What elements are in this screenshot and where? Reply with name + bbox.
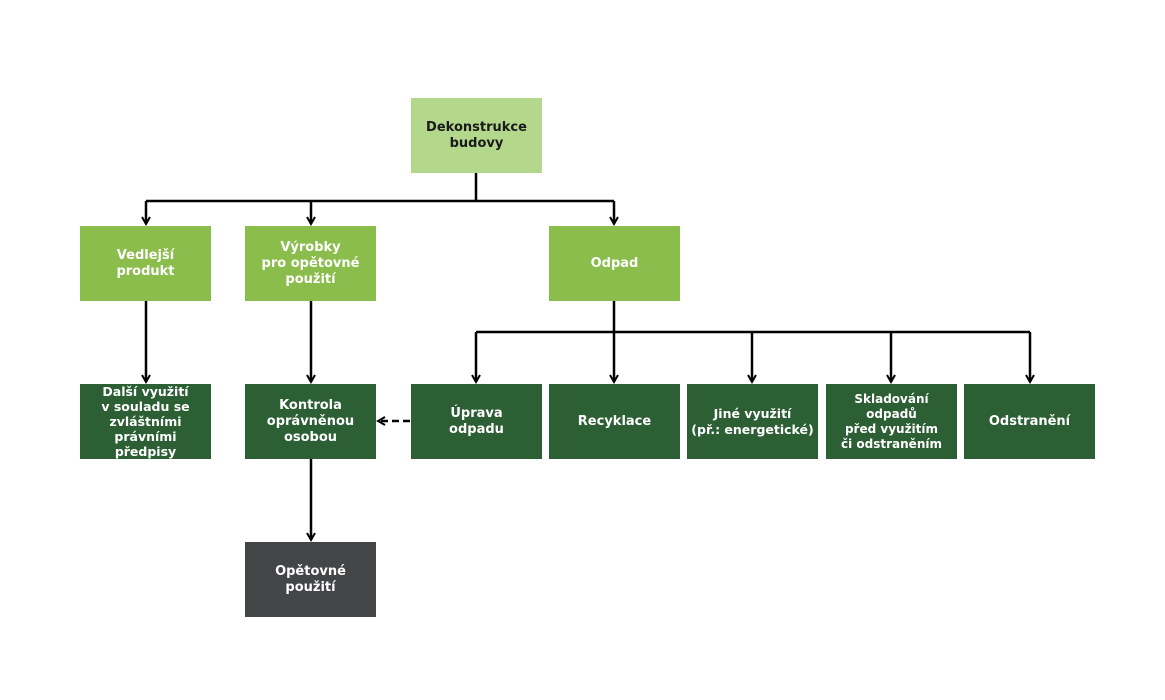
node-kontrola-opravnenou-osobou: Kontrola oprávněnou osobou (245, 384, 376, 459)
node-opetovne-pouziti: Opětovné použití (245, 542, 376, 617)
node-vedlejsi-produkt: Vedlejší produkt (80, 226, 211, 301)
node-uprava-odpadu: Úprava odpadu (411, 384, 542, 459)
node-label: Dekonstrukce budovy (426, 119, 527, 151)
node-odpad: Odpad (549, 226, 680, 301)
node-odstraneni: Odstranění (964, 384, 1095, 459)
node-recyklace: Recyklace (549, 384, 680, 459)
node-skladovani-odpadu: Skladování odpadů před využitím či odstr… (826, 384, 957, 459)
node-label: Recyklace (577, 413, 652, 429)
node-label: Další využití v souladu se zvláštními pr… (101, 384, 190, 459)
node-dekonstrukce-budovy: Dekonstrukce budovy (411, 98, 542, 173)
node-label: Odstranění (988, 413, 1071, 429)
node-vyrobky-pro-opetovne-pouziti: Výrobky pro opětovné použití (245, 226, 376, 301)
node-label: Opětovné použití (275, 563, 346, 595)
node-label: Úprava odpadu (449, 405, 504, 437)
node-label: Odpad (590, 255, 639, 271)
node-jine-vyuziti: Jiné využití (př.: energetické) (687, 384, 818, 459)
node-label: Jiné využití (př.: energetické) (691, 405, 814, 437)
node-label: Skladování odpadů před využitím či odstr… (841, 391, 942, 451)
node-label: Kontrola oprávněnou osobou (266, 397, 355, 445)
node-label: Výrobky pro opětovné použití (261, 239, 360, 287)
node-label: Vedlejší produkt (116, 247, 175, 279)
node-dalsi-vyuziti: Další využití v souladu se zvláštními pr… (80, 384, 211, 459)
